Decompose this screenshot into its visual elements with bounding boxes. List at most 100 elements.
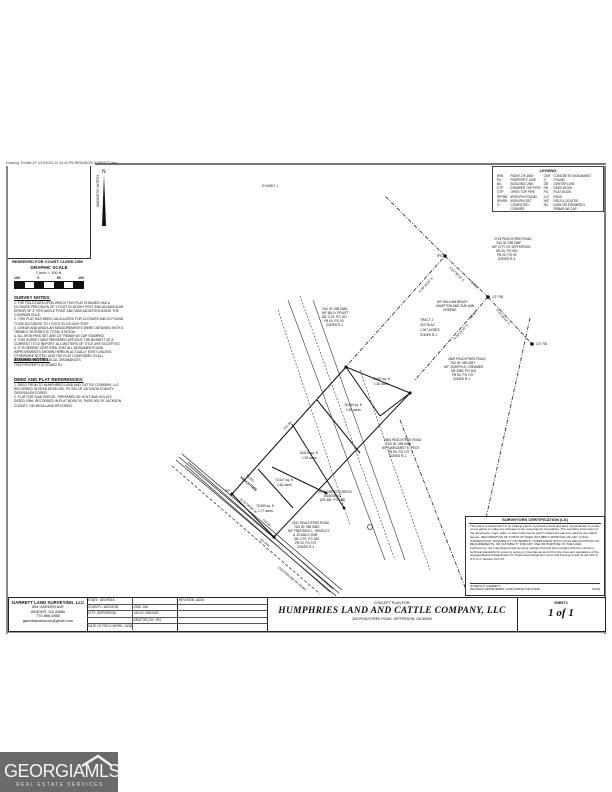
legend-code: OTP	[497, 190, 504, 195]
zoning-notes: ZONING NOTES: THIS PROPERTY IS ZONED R1	[14, 357, 124, 368]
svg-text:PB 80, PG 170: PB 80, PG 170	[452, 373, 473, 377]
svg-text:N/F CITY OF JEFFERSON: N/F CITY OF JEFFERSON	[492, 245, 531, 249]
file-path-label: Drawing: Exhibit-A7 2/10/2023 12:34:43 P…	[6, 161, 118, 165]
adjoiner-label: 2715 PEACHTREE ROAD TAX ID: 098 008F N/F…	[492, 237, 532, 261]
revision-row	[177, 605, 267, 611]
adjoiner-label: N/F WILLIAM BRADY HAMPTON AND SUE ANN GR…	[436, 300, 475, 312]
project-title: CONCEPT PLAN FOR: HUMPHRIES LAND AND CAT…	[267, 598, 518, 631]
svg-text:N/F FREDRICK L. HENSLEY: N/F FREDRICK L. HENSLEY	[288, 529, 330, 533]
exhibit-label: EXHIBIT 1	[262, 184, 279, 188]
pin-markers	[230, 254, 534, 539]
scale-tick: 0	[37, 276, 40, 280]
sheet-label: SHEET#	[554, 601, 568, 605]
bearing-label: N 38°25'16" E	[453, 323, 469, 340]
legend-desc: DEED BOOK	[553, 186, 573, 191]
surveyor-certification: SURVEYORS CERTIFICATION (LS) This plat i…	[465, 516, 605, 596]
signer-registration: GEORGIA REGISTERED LAND SURVEYOR #3156	[470, 587, 540, 592]
legend-title: LEGEND	[539, 168, 557, 173]
roof-icon	[81, 754, 113, 768]
svg-text:ZONED R-1: ZONED R-1	[297, 545, 314, 549]
title-block: GARRETT LAND SURVEYING, LLC 854 GARDEN A…	[8, 597, 606, 632]
mls-brand-bold: MLS	[84, 761, 121, 781]
lot-area: 78,450 sq. ft.	[344, 403, 363, 407]
svg-text:HAMPTON AND SUE ANN: HAMPTON AND SUE ANN	[436, 304, 475, 308]
tract-label: TRACT 2	[420, 318, 433, 322]
svg-text:PB 80, PG 170: PB 80, PG 170	[388, 450, 409, 454]
legend-desc: COMPUTED CORNER	[510, 202, 529, 211]
mls-brand-light: GEORGIA	[4, 761, 85, 781]
lot-acres: 1.80 acres	[346, 408, 361, 412]
legend-desc: CENTER LINE	[553, 182, 575, 187]
court-clerk-label: RESERVED FOR COURT CLERK USE	[12, 259, 84, 264]
sheet-number: SHEET# 1 of 1	[517, 598, 605, 631]
survey-note: 6. IT IS HEREBY CERTIFIED THAT ALL MONUM…	[14, 346, 112, 363]
scale-tick: 100	[78, 276, 84, 280]
company-phone: 770-866-0856	[36, 614, 60, 619]
bearing-label: S 51°39'18" E	[448, 266, 465, 283]
georgia-mls-logo: GEORGIAMLS REAL ESTATE SERVICES	[0, 752, 121, 792]
svg-text:N: N	[102, 169, 106, 175]
lot-acres: 1.64 acres	[277, 483, 292, 487]
svg-text:EASEMENT: EASEMENT	[324, 494, 342, 498]
iron-pin-icon	[530, 342, 534, 346]
distance-label: 935.86'	[468, 310, 478, 321]
legend-code: B/L	[497, 182, 502, 187]
bearing-label: S 45°36'04" E	[495, 308, 511, 326]
svg-text:TAX ID: 098 008A: TAX ID: 098 008A	[322, 307, 348, 311]
easement-lines	[277, 295, 431, 571]
legend-code: CTP	[497, 186, 504, 191]
adjoiner-label: 2669 PEACHTREE ROAD TAX ID: 098 008T N/F…	[444, 357, 486, 381]
survey-note: 2. THIS PLAT HAS BEEN CALCULATED FOR CLO…	[14, 317, 124, 326]
iron-pin-icon	[342, 506, 346, 510]
legend-desc: IRON PIN SET	[510, 198, 532, 203]
surveyor-company: GARRETT LAND SURVEYING, LLC 854 GARDEN A…	[9, 598, 88, 631]
lot-area: 70,657 sq. ft.	[372, 377, 391, 381]
iron-pin-icon	[324, 491, 328, 495]
adjoiner-label: TAX ID: 098 008A N/F BILLY PRUITT DB 172…	[322, 307, 349, 327]
legend-desc: OPEN TOP PIPE	[510, 190, 535, 195]
sheet-border-bottom	[6, 632, 606, 633]
survey-note: 3. LINEAR AND ANGULAR MEASUREMENTS WERE …	[14, 325, 124, 334]
lot-acres: 1.92 acres	[302, 456, 317, 460]
legend-box: LEGEND R/W P/L B/L CTP OTP IPF/RB IPS/RB…	[492, 166, 604, 212]
road-label: ROAD	[245, 474, 255, 483]
tract-info: 1,067 ACRES	[420, 328, 440, 332]
deed-references-title: DEED AND PLAT REFERENCES:	[14, 377, 84, 382]
revision-row	[177, 624, 267, 630]
legend-desc: IRON PIN FOUND	[510, 194, 537, 199]
deed-references: DEED AND PLAT REFERENCES: 1. DEED FROM T…	[14, 377, 124, 408]
info-row: DRAFTED BY: JPG	[87, 617, 177, 624]
distance-label: 751.38'	[283, 420, 293, 431]
svg-text:N/F WILLIAM BRADY: N/F WILLIAM BRADY	[437, 300, 469, 304]
iron-pin-icon	[272, 535, 276, 539]
scale-bar	[14, 281, 84, 289]
legend-desc: FIELD LOCATED	[553, 198, 579, 203]
svg-text:DB 3380, PG 504: DB 3380, PG 504	[451, 369, 476, 373]
legend-code: DB	[543, 182, 549, 187]
legend-desc: REBAR W/ CAP	[553, 206, 577, 211]
sheet-border-right	[604, 166, 606, 634]
signature-date-label: DATE	[592, 587, 600, 592]
legend-code: IPF/RB	[497, 194, 508, 199]
certification-signature: JOSEPH P. GARRETT GEORGIA REGISTERED LAN…	[470, 582, 600, 592]
svg-text:ZONED R-1: ZONED R-1	[453, 377, 470, 381]
sheet-border-left	[6, 166, 8, 634]
sheet-border-top	[95, 163, 606, 165]
legend-code: RC	[543, 202, 549, 207]
distance-label: 210.00'	[261, 518, 272, 528]
svg-text:TAX ID: 098 008Y: TAX ID: 098 008Y	[386, 442, 412, 446]
north-arrow-icon: N	[102, 169, 106, 226]
svg-text:TAX ID: 098 008F: TAX ID: 098 008F	[496, 241, 521, 245]
svg-text:ZONED R-1: ZONED R-1	[326, 323, 343, 327]
tract-info: 20.076 AC	[420, 323, 436, 327]
lot-acres: 1.62 acres	[374, 382, 389, 386]
project-name: HUMPHRIES LAND AND CATTLE COMPANY, LLC	[278, 606, 506, 616]
svg-text:2611 PEACHTREE ROAD: 2611 PEACHTREE ROAD	[292, 521, 330, 525]
distance-label: 306.18'	[469, 280, 480, 290]
survey-note: 1. THE FIELD DATA UPON WHICH THIS PLAT I…	[14, 301, 124, 318]
peachtree-road	[171, 453, 343, 597]
company-name: GARRETT LAND SURVEYING, LLC	[11, 600, 85, 605]
zoning-note: THIS PROPERTY IS ZONED R1	[14, 363, 63, 368]
